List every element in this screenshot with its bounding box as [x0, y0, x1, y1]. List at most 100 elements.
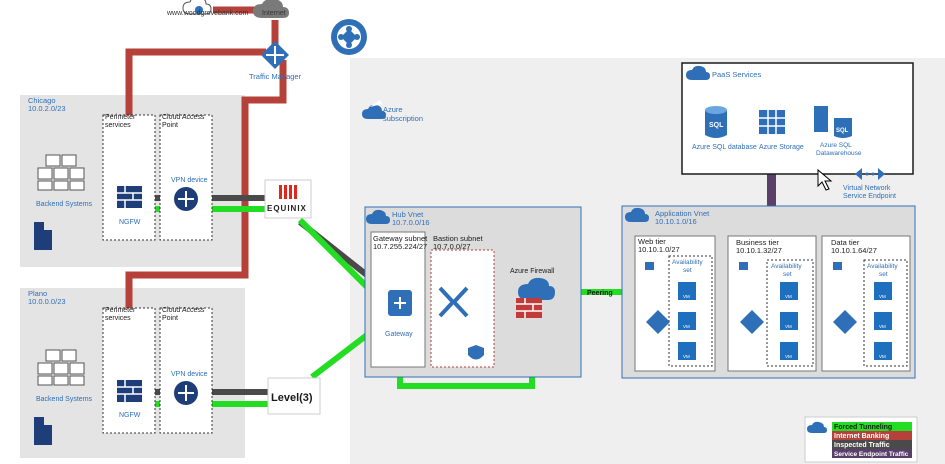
- storage-label: Azure Storage: [759, 144, 804, 151]
- chicago-cidr: 10.0.2.0/23: [28, 104, 66, 113]
- web-avail-line1: Availability: [672, 259, 703, 266]
- chicago-perimeter-line1: Perimeter: [105, 114, 136, 121]
- business-load-balancer-icon: [740, 310, 764, 334]
- firewall-label: Azure Firewall: [510, 268, 555, 275]
- traffic-manager-label: Traffic Manager: [249, 72, 302, 81]
- plano-backend-label: Backend Systems: [36, 396, 93, 403]
- plano-cap-line1: Cloud Access: [162, 307, 205, 314]
- app-name: Application Vnet: [655, 209, 710, 218]
- plano-ngfw-icon: [117, 380, 142, 402]
- chicago-ngfw-icon: [117, 186, 142, 208]
- chicago-cap-line1: Cloud Access: [162, 114, 205, 121]
- sql-database-label: Azure SQL database: [692, 144, 757, 151]
- storage-icon: [759, 110, 785, 134]
- legend-internet-swatch: [832, 431, 912, 440]
- data-tier-label: Data tier: [831, 238, 860, 247]
- azure-firewall-icon: [516, 277, 555, 318]
- web-vm-icon-3: [678, 342, 696, 360]
- app-vnet-icon: [625, 207, 649, 222]
- chicago-name: Chicago: [28, 96, 56, 105]
- legend-forced: Forced Tunneling: [834, 424, 892, 431]
- business-vm-icon-2: [780, 312, 798, 330]
- data-avail-line2: set: [879, 271, 888, 278]
- web-lock-icon: [645, 262, 654, 270]
- gateway-cidr: 10.7.255.224/27: [373, 242, 427, 251]
- business-tier-cidr: 10.10.1.32/27: [736, 246, 782, 255]
- chicago-backend-label: Backend Systems: [36, 201, 93, 208]
- business-vm-icon-3: [780, 342, 798, 360]
- chicago-cap-line2: Point: [162, 122, 178, 129]
- paas-cloud-icon: [686, 65, 710, 80]
- bastion-icon: [438, 286, 469, 318]
- plano-perimeter-line1: Perimeter: [105, 307, 136, 314]
- chicago-cap-box: [159, 114, 213, 241]
- peering-label: Peering: [587, 290, 613, 297]
- vm-label: VM: [683, 354, 690, 359]
- subscription-line1: Azure: [383, 105, 403, 114]
- sql-datawarehouse-icon: [814, 106, 852, 138]
- plano-building-icon: [34, 417, 52, 445]
- sql-database-icon: [705, 106, 727, 138]
- data-tier-cidr: 10.10.1.64/27: [831, 246, 877, 255]
- plano-name: Plano: [28, 289, 47, 298]
- site-url: www.woodgrovebank.com: [166, 10, 248, 17]
- app-cidr: 10.10.1.0/16: [655, 217, 697, 226]
- data-vm-icon-1: [874, 282, 892, 300]
- vm-label: VM: [879, 354, 886, 359]
- business-vm-icon-1: [780, 282, 798, 300]
- traffic-manager-icon: [261, 41, 289, 69]
- data-load-balancer-icon: [833, 310, 857, 334]
- web-load-balancer-icon: [646, 310, 670, 334]
- legend-forced-swatch: [832, 422, 912, 431]
- data-avail-line1: Availability: [867, 263, 898, 270]
- vm-label: VM: [683, 324, 690, 329]
- cursor-icon: [817, 168, 833, 191]
- equinix-logo-icon: [279, 185, 297, 199]
- level3-provider: [267, 377, 321, 415]
- plano-perimeter-line2: services: [105, 315, 131, 322]
- web-vm-icon-1: [678, 282, 696, 300]
- sql-badge-dw: SQL: [836, 128, 849, 134]
- chicago-backend-servers-icon: [37, 154, 85, 191]
- legend-inspected: Inspected Traffic: [834, 442, 890, 449]
- data-lock-icon: [833, 262, 842, 270]
- chicago-vpn-label: VPN device: [171, 177, 208, 184]
- web-tier-label: Web tier: [638, 237, 666, 246]
- vm-label: VM: [879, 294, 886, 299]
- plano-backend-servers-icon: [37, 349, 85, 386]
- internet-cloud-icon: [253, 0, 289, 18]
- hub-cidr: 10.7.0.0/16: [392, 218, 430, 227]
- dw-line2: Datawarehouse: [816, 150, 862, 157]
- chicago-ngfw-label: NGFW: [119, 219, 141, 226]
- plano-ngfw-label: NGFW: [119, 412, 141, 419]
- equinix-provider: [264, 179, 312, 219]
- legend-inspected-swatch: [832, 440, 912, 449]
- chicago-building-icon: [34, 222, 52, 250]
- hub-vnet-icon: [366, 209, 390, 224]
- legend-service-swatch: [832, 449, 912, 458]
- service-endpoint-path: [767, 172, 776, 208]
- plano-vpn-label: VPN device: [171, 371, 208, 378]
- gateway-lock-icon: [388, 290, 412, 316]
- service-endpoint-icon: [855, 168, 885, 180]
- bastion-subnet-label: Bastion subnet: [433, 234, 484, 243]
- azure-logo-icon: [331, 19, 367, 55]
- legend-cloud-icon: [807, 421, 827, 433]
- dw-line1: Azure SQL: [820, 142, 852, 149]
- plano-cap-line2: Point: [162, 315, 178, 322]
- business-avail-line1: Availability: [771, 263, 802, 270]
- sql-badge-db: SQL: [709, 122, 724, 129]
- subscription-cloud-icon: [362, 100, 386, 119]
- web-vm-icon-2: [678, 312, 696, 330]
- chicago-vpn-device-icon: [174, 187, 198, 211]
- gateway-subnet-label: Gateway subnet: [373, 234, 428, 243]
- chicago-perimeter-box: [102, 114, 156, 241]
- chicago-perimeter-line2: services: [105, 122, 131, 129]
- plano-vpn-device-icon: [174, 381, 198, 405]
- web-avail-line2: set: [683, 267, 692, 274]
- business-avail-line2: set: [783, 271, 792, 278]
- paas-title: PaaS Services: [712, 70, 761, 79]
- hub-name: Hub Vnet: [392, 210, 424, 219]
- bastion-cidr: 10.7.0.0/27: [433, 242, 471, 251]
